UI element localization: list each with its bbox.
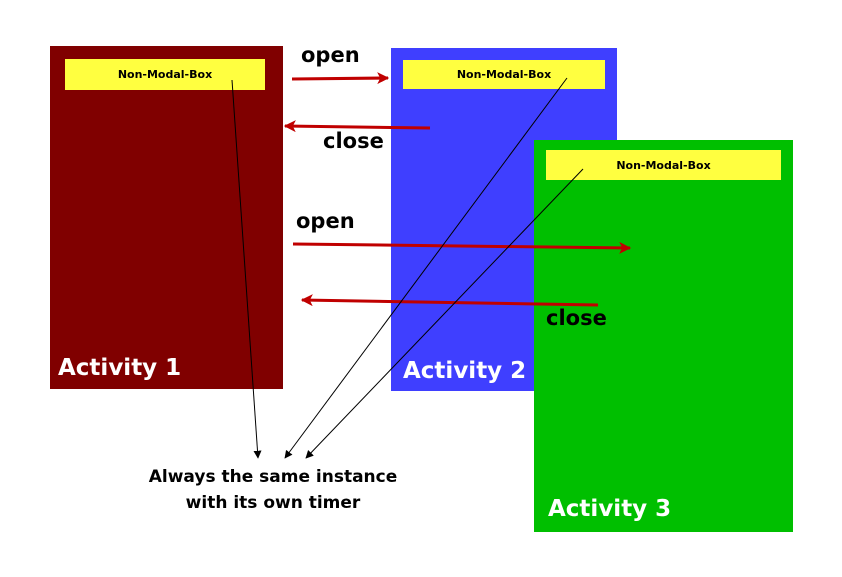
activity-2-label: Activity 2	[403, 358, 527, 384]
note-line-2: with its own timer	[185, 493, 361, 513]
non-modal-box-1: Non-Modal-Box	[65, 59, 265, 90]
close-arrow-2-label: close	[546, 306, 607, 330]
non-modal-box-3-label: Non-Modal-Box	[616, 158, 711, 172]
activity-1-panel	[50, 46, 283, 389]
non-modal-box-1-label: Non-Modal-Box	[117, 68, 213, 81]
note-line-1: Always the same instance	[148, 467, 398, 487]
non-modal-box-2-label: Non-Modal-Box	[456, 68, 552, 81]
open-arrow-1	[291, 72, 390, 85]
pointer-line-1	[231, 79, 262, 459]
non-modal-box-2: Non-Modal-Box	[403, 60, 605, 89]
close-arrow-1	[283, 120, 431, 133]
close-arrow-1-label: close	[323, 129, 384, 153]
open-arrow-2-label: open	[296, 209, 355, 233]
shared-instance-note: Always the same instance with its own ti…	[143, 464, 403, 516]
open-arrow-2	[292, 241, 632, 254]
pointer-line-3	[305, 168, 584, 459]
open-arrow-1-label: open	[301, 43, 360, 67]
close-arrow-2	[300, 294, 599, 307]
activity-3-label: Activity 3	[548, 496, 672, 522]
activity-1-label: Activity 1	[58, 355, 182, 381]
non-modal-box-3: Non-Modal-Box	[546, 150, 781, 180]
activity-3-panel	[534, 140, 793, 532]
pointer-line-2	[284, 77, 568, 459]
